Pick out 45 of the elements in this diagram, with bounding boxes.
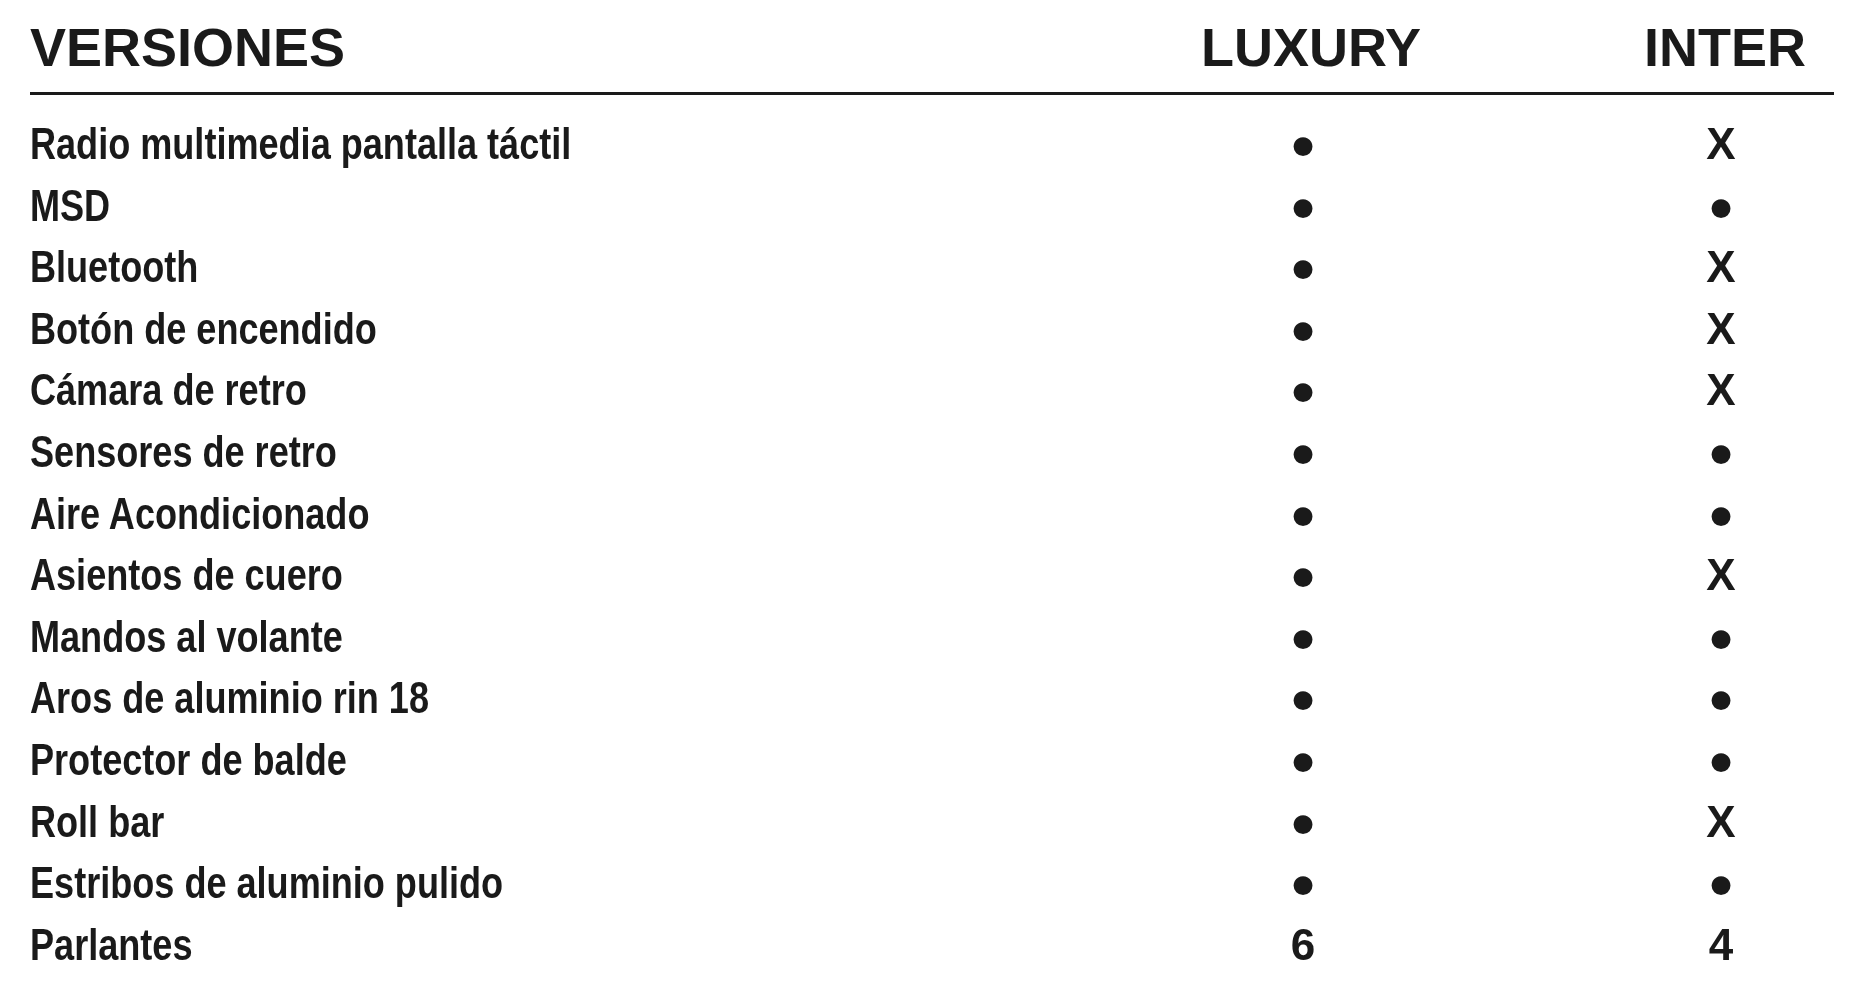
table-value: 6 xyxy=(1290,922,1316,967)
table-value: 4 xyxy=(1708,922,1734,967)
feature-name: Protector de balde xyxy=(30,738,347,782)
table-value: X xyxy=(1706,553,1736,598)
column-header: VERSIONES xyxy=(30,20,346,74)
table-value: ● xyxy=(1289,245,1317,290)
table-value: ● xyxy=(1289,799,1317,844)
feature-name: MSD xyxy=(30,183,111,228)
table-value: ● xyxy=(1707,430,1735,474)
table-value: ● xyxy=(1289,861,1317,906)
table-value: ● xyxy=(1289,430,1317,474)
table-value: ● xyxy=(1289,306,1317,351)
table-value: ● xyxy=(1289,122,1317,166)
feature-name: Cámara de retro xyxy=(30,368,307,413)
column-header: LUXURY xyxy=(1201,20,1421,74)
feature-name: Roll bar xyxy=(30,799,165,844)
table-value: X xyxy=(1706,122,1736,166)
table-value: ● xyxy=(1289,738,1317,782)
table-value: X xyxy=(1706,245,1736,290)
table-value: ● xyxy=(1707,614,1735,659)
table-value: X xyxy=(1706,799,1736,844)
feature-name: Mandos al volante xyxy=(30,614,343,659)
table-value: ● xyxy=(1289,553,1317,598)
table-value: ● xyxy=(1707,861,1735,906)
feature-name: Aros de aluminio rin 18 xyxy=(30,676,429,721)
table-value: ● xyxy=(1707,491,1735,536)
feature-name: Radio multimedia pantalla táctil xyxy=(30,122,572,166)
feature-name: Parlantes xyxy=(30,922,193,967)
table-value: ● xyxy=(1289,368,1317,413)
table-value: ● xyxy=(1289,676,1317,721)
table-value: ● xyxy=(1707,738,1735,782)
table-value: ● xyxy=(1707,183,1735,228)
table-value: X xyxy=(1706,368,1736,413)
table-value: ● xyxy=(1289,183,1317,228)
table-value: X xyxy=(1706,306,1736,351)
table-value: ● xyxy=(1707,676,1735,721)
feature-name: Bluetooth xyxy=(30,245,199,290)
feature-name: Sensores de retro xyxy=(30,430,337,474)
feature-name: Botón de encendido xyxy=(30,306,377,351)
table-value: ● xyxy=(1289,491,1317,536)
feature-name: Estribos de aluminio pulido xyxy=(30,861,504,906)
column-header: INTER xyxy=(1644,20,1806,74)
feature-name: Aire Acondicionado xyxy=(30,491,370,536)
feature-name: Asientos de cuero xyxy=(30,553,343,598)
table-value: ● xyxy=(1289,614,1317,659)
